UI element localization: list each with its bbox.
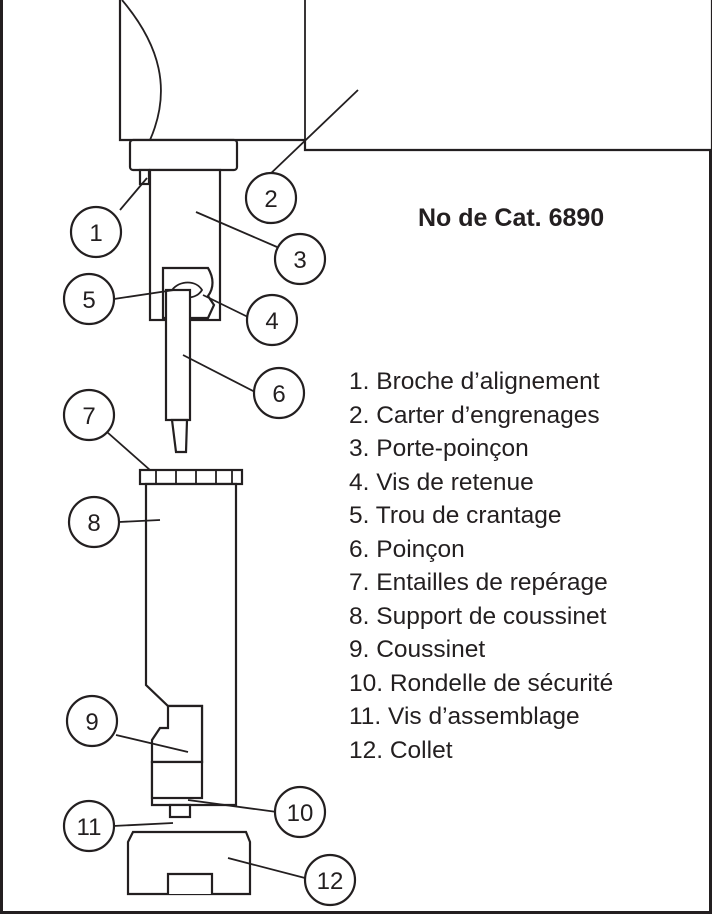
- cap-screw: [168, 803, 192, 819]
- callout-2: 2: [244, 171, 298, 225]
- callout-11: 11: [62, 799, 116, 853]
- callout-3: 3: [273, 232, 327, 286]
- svg-text:2: 2: [264, 186, 277, 213]
- catalog-number-label: No de Cat. 6890: [418, 204, 605, 232]
- callout-9: 9: [65, 694, 119, 748]
- legend-item: 1. Broche d’alignement: [349, 368, 600, 395]
- lock-washer: [150, 760, 204, 800]
- callout-7: 7: [62, 388, 116, 442]
- alignment-pin: [138, 168, 151, 186]
- svg-text:4: 4: [265, 308, 278, 335]
- svg-text:7: 7: [82, 403, 95, 430]
- svg-text:5: 5: [82, 287, 95, 314]
- legend-item: 10. Rondelle de sécurité: [349, 669, 614, 697]
- legend-item: 8. Support de coussinet: [349, 602, 607, 630]
- callout-4: 4: [245, 293, 299, 347]
- collar: [126, 830, 252, 896]
- legend-item: 11. Vis d’assemblage: [349, 703, 580, 730]
- svg-text:8: 8: [87, 510, 100, 537]
- die: [150, 704, 204, 764]
- callout-5: 5: [62, 272, 116, 326]
- parts-legend: 1. Broche d’alignement 2. Carter d’engre…: [349, 365, 613, 767]
- legend-item: 2. Carter d’engrenages: [349, 401, 600, 429]
- callout-1: 1: [69, 205, 123, 259]
- gear-housing: [118, 0, 712, 152]
- svg-text:11: 11: [77, 814, 102, 841]
- svg-text:9: 9: [85, 709, 98, 736]
- legend-item: 6. Poinçon: [349, 535, 465, 563]
- callout-6: 6: [252, 366, 306, 420]
- callout-10: 10: [273, 785, 327, 839]
- callout-8: 8: [67, 495, 121, 549]
- legend-item: 7. Entailles de repérage: [349, 569, 608, 596]
- punch: [164, 288, 192, 422]
- svg-text:6: 6: [272, 381, 285, 408]
- legend-item: 5. Trou de crantage: [349, 502, 562, 529]
- callout-12: 12: [303, 853, 357, 907]
- svg-text:3: 3: [293, 247, 306, 274]
- legend-item: 12. Collet: [349, 736, 453, 764]
- svg-text:1: 1: [89, 220, 102, 247]
- legend-item: 4. Vis de retenue: [349, 468, 534, 496]
- legend-item: 9. Coussinet: [349, 636, 486, 663]
- svg-text:10: 10: [287, 800, 314, 827]
- leader-lines: [106, 89, 359, 879]
- legend-item: 3. Porte-poinçon: [349, 435, 529, 462]
- spindle-collar: [128, 138, 239, 172]
- punch-tip: [170, 418, 189, 454]
- svg-text:12: 12: [317, 868, 344, 895]
